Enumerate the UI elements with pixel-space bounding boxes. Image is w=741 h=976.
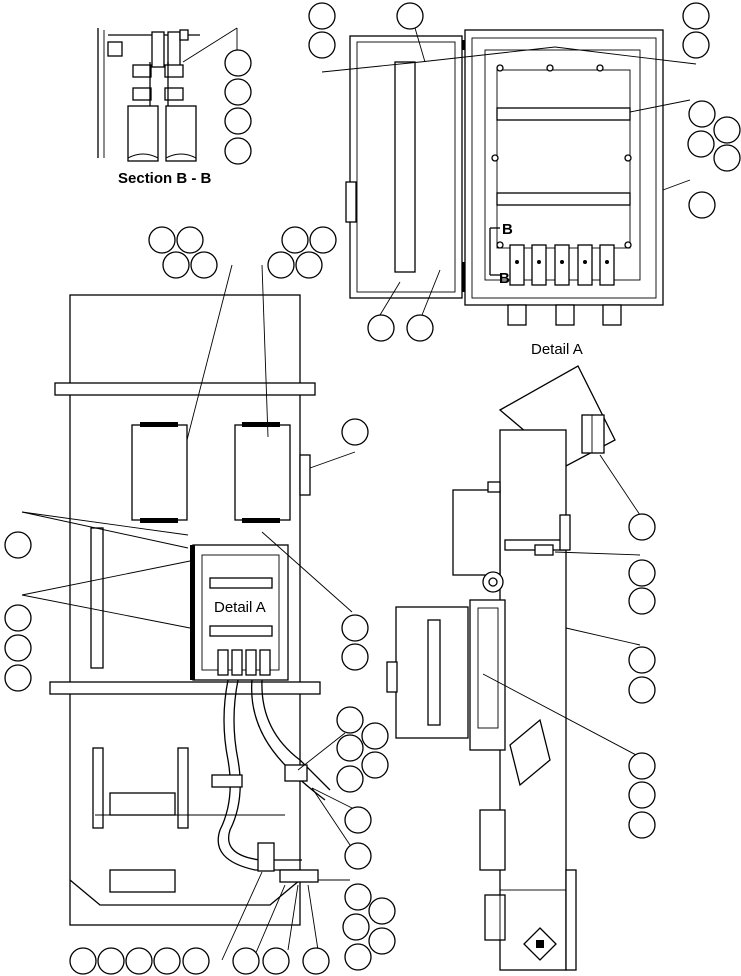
- callout-bubble: [628, 513, 656, 541]
- callout-bubble: [687, 130, 715, 158]
- callout-bubble: [336, 765, 364, 793]
- callout-bubble: [628, 646, 656, 674]
- callout-bubble: [267, 251, 295, 279]
- callout-bubble: [682, 2, 710, 30]
- callout-bubble: [224, 78, 252, 106]
- callout-bubble: [368, 927, 396, 955]
- callout-bubble: [361, 751, 389, 779]
- callout-bubble: [309, 226, 337, 254]
- callout-bubble: [97, 947, 125, 975]
- section-bb-view: [97, 27, 238, 162]
- callout-bubble: [713, 116, 741, 144]
- callout-bubble: [344, 842, 372, 870]
- callout-bubble: [4, 634, 32, 662]
- callout-bubble: [628, 559, 656, 587]
- plan-view: [21, 264, 356, 961]
- callout-bubble: [224, 49, 252, 77]
- callout-bubble: [368, 897, 396, 925]
- callout-bubble: [688, 100, 716, 128]
- callout-bubble: [713, 144, 741, 172]
- callout-bubble: [4, 604, 32, 632]
- callout-bubble: [361, 722, 389, 750]
- detail-a-view: [321, 27, 697, 326]
- callout-bubble: [232, 947, 260, 975]
- callout-bubble: [224, 137, 252, 165]
- callout-bubble: [342, 913, 370, 941]
- detail-a-plan-label: Detail A: [214, 599, 266, 616]
- callout-bubble: [125, 947, 153, 975]
- callout-bubble: [295, 251, 323, 279]
- callout-bubble: [308, 31, 336, 59]
- callout-bubble: [69, 947, 97, 975]
- section-b-marker-lower: B: [499, 270, 510, 287]
- callout-bubble: [190, 251, 218, 279]
- callout-bubble: [153, 947, 181, 975]
- section-bb-label: Section B - B: [118, 170, 212, 187]
- callout-bubble: [176, 226, 204, 254]
- callout-bubble: [262, 947, 290, 975]
- callout-bubble: [281, 226, 309, 254]
- callout-bubble: [148, 226, 176, 254]
- callout-bubble: [406, 314, 434, 342]
- callout-bubble: [628, 676, 656, 704]
- callout-bubbles: [4, 2, 741, 975]
- callout-bubble: [302, 947, 330, 975]
- callout-bubble: [688, 191, 716, 219]
- callout-bubble: [367, 314, 395, 342]
- callout-bubble: [336, 706, 364, 734]
- section-b-marker-upper: B: [502, 221, 513, 238]
- callout-bubble: [628, 781, 656, 809]
- callout-bubble: [628, 811, 656, 839]
- callout-bubble: [344, 943, 372, 971]
- callout-bubble: [308, 2, 336, 30]
- callout-bubble: [344, 806, 372, 834]
- callout-bubble: [628, 752, 656, 780]
- callout-bubble: [341, 643, 369, 671]
- callout-bubble: [224, 107, 252, 135]
- callout-bubble: [336, 734, 364, 762]
- detail-a-title: Detail A: [531, 341, 583, 358]
- callout-bubble: [396, 2, 424, 30]
- callout-bubble: [162, 251, 190, 279]
- callout-bubble: [341, 614, 369, 642]
- callout-bubble: [344, 883, 372, 911]
- callout-bubble: [341, 418, 369, 446]
- callout-bubble: [4, 664, 32, 692]
- side-view: [386, 365, 641, 971]
- callout-bubble: [628, 587, 656, 615]
- callout-bubble: [682, 31, 710, 59]
- callout-bubble: [4, 531, 32, 559]
- callout-bubble: [182, 947, 210, 975]
